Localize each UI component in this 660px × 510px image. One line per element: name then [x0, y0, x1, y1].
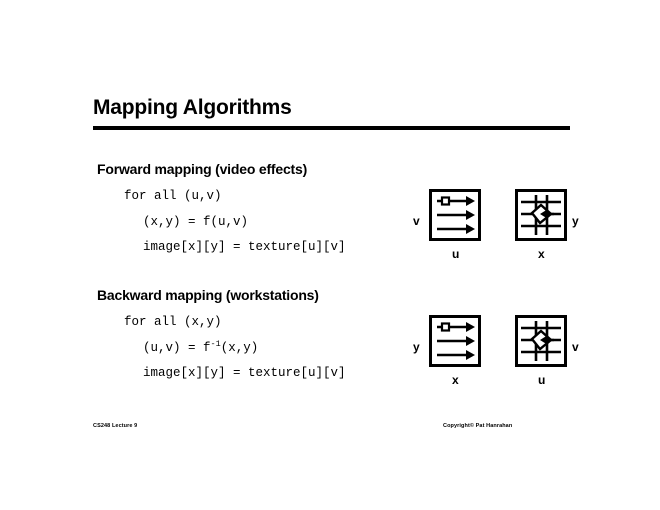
axis-label-source-vertical: v [413, 214, 420, 228]
mapping-arrow-icon [540, 335, 554, 345]
code-inverse-base: (u,v) = f [143, 340, 211, 355]
diagram-destination-square-backward [515, 315, 567, 367]
source-pixel-marker [440, 322, 451, 332]
footer-copyright: Copyright© Pat Hanrahan [443, 423, 513, 429]
axis-label-destination-vertical: v [572, 340, 579, 354]
diagram-destination-square-forward [515, 189, 567, 241]
diagram-backward: y x v u [404, 312, 584, 394]
axis-label-destination-horizontal: u [538, 373, 546, 387]
section-heading-forward: Forward mapping (video effects) [97, 161, 308, 177]
diagram-source-square-forward [429, 189, 481, 241]
code-line: image[x][y] = texture[u][v] [143, 366, 346, 380]
code-inverse-exponent: -1 [210, 338, 221, 349]
code-line: image[x][y] = texture[u][v] [143, 240, 346, 254]
axis-label-source-horizontal: u [452, 247, 460, 261]
section-heading-backward: Backward mapping (workstations) [97, 287, 319, 303]
axis-label-source-horizontal: x [452, 373, 459, 387]
axis-label-destination-horizontal: x [538, 247, 545, 261]
axis-label-source-vertical: y [413, 340, 420, 354]
code-line: for all (u,v) [124, 189, 222, 203]
source-pixel-marker [440, 196, 451, 206]
code-block-forward: for all (u,v) (x,y) = f(u,v) image[x][y]… [124, 190, 346, 254]
code-line-inverse: (u,v) = f-1(x,y) [124, 339, 346, 355]
skewed-grid-icon [521, 321, 561, 361]
title-divider [93, 126, 570, 130]
code-block-backward: for all (x,y) (u,v) = f-1(x,y) image[x][… [124, 316, 346, 380]
code-line: for all (x,y) [124, 315, 222, 329]
page-title: Mapping Algorithms [93, 96, 292, 119]
skewed-grid-icon [521, 195, 561, 235]
footer-lecture-label: CS248 Lecture 9 [93, 423, 138, 429]
diagram-source-square-backward [429, 315, 481, 367]
axis-label-destination-vertical: y [572, 214, 579, 228]
diagram-forward: v u y x [404, 186, 584, 268]
code-line: (x,y) = f(u,v) [143, 214, 249, 229]
scanline-arrows-icon [437, 196, 475, 234]
scanline-arrows-icon [437, 322, 475, 360]
mapping-arrow-icon [540, 209, 554, 219]
code-inverse-tail: (x,y) [220, 340, 259, 355]
